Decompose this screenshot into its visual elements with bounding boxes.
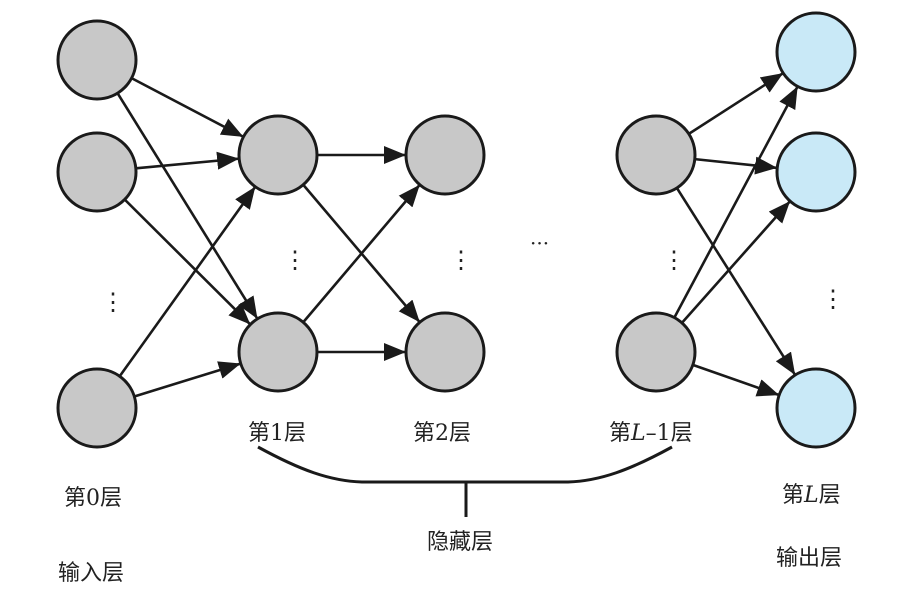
vertical-ellipsis-l2: ⋮ [449,246,473,274]
connection-lm1-1-to-output-0 [673,86,799,319]
ellipses: ⋮ ⋮ ⋮ ⋮ ⋮ [101,246,845,316]
vertical-ellipsis-output: ⋮ [821,285,845,313]
connection-lm1-0-to-output-0 [688,72,784,135]
connection-lm1-0-to-output-2 [675,187,796,376]
neuron-input-1 [56,131,138,213]
neuron-output-1 [775,131,857,213]
layer-label-l-minus-1: 第L–1层 [609,421,693,446]
neuron-input-0 [56,19,138,101]
neuron-lm1-0 [615,114,697,196]
neuron-l2-0 [404,114,486,196]
layer-label-2: 第2层 [413,421,471,446]
neuron-lm1-1 [615,311,697,393]
hidden-layers-label: 隐藏层 [427,530,493,555]
vertical-ellipsis-input: ⋮ [101,288,125,316]
layer-label-l: 第L层 [782,483,841,508]
output-layer-label: 输出层 [776,546,842,571]
neuron-input-2 [56,367,138,449]
neuron-l1-1 [237,311,319,393]
vertical-ellipsis-lm1: ⋮ [662,246,686,274]
connection-input-2-to-l1-1 [133,361,241,398]
neuron-output-0 [775,11,857,93]
connection-input-0-to-l1-1 [116,92,259,319]
hidden-layers-brace [257,445,673,484]
connection-lm1-1-to-output-1 [680,201,791,324]
connection-input-2-to-l1-0 [118,186,256,378]
vertical-ellipsis-l1: ⋮ [283,246,307,274]
neuron-l1-0 [237,114,319,196]
connection-l1-1-to-l2-0 [302,184,421,324]
neuron-output-2 [775,367,857,449]
connection-input-1-to-l1-1 [123,198,251,325]
neuron-l2-1 [404,311,486,393]
neurons [56,11,857,449]
connection-lm1-0-to-output-1 [694,156,778,175]
connection-lm1-1-to-output-2 [692,363,780,397]
input-layer-label: 输入层 [58,561,124,586]
layer-label-1: 第1层 [248,421,306,446]
layer-label-0: 第0层 [64,486,122,511]
between-layers-ellipsis: ··· [530,231,549,255]
connection-input-1-to-l1-0 [135,151,240,170]
connections [116,72,799,398]
connection-input-0-to-l1-0 [130,76,244,138]
